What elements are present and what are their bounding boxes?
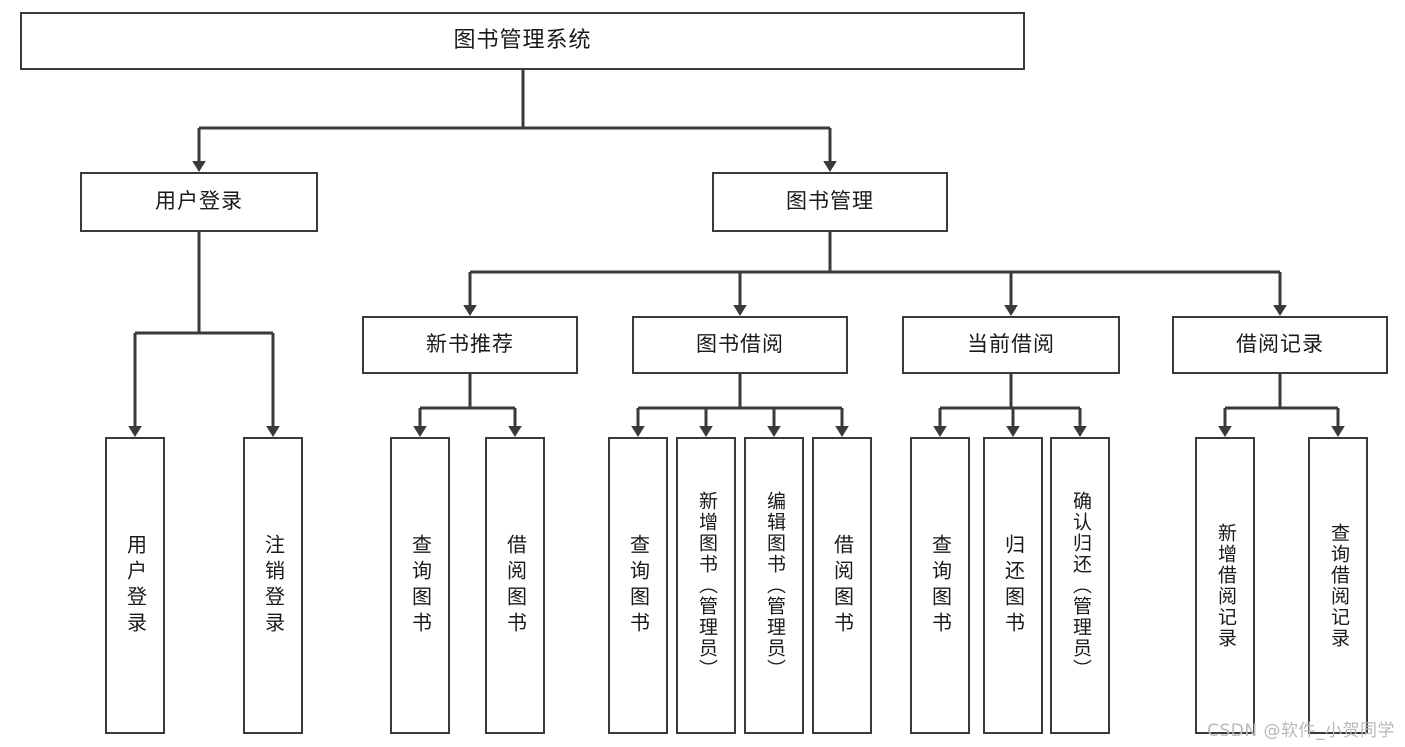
- arrowhead-current-borrow-to-leaves-2: [1073, 426, 1087, 437]
- arrowhead-borrow-record-to-leaves-1: [1331, 426, 1345, 437]
- node-leaf-confirm-return-admin-label: 确认归还（管理员）: [1069, 491, 1092, 680]
- arrowhead-user-login-to-leaves-0: [128, 426, 142, 437]
- arrowhead-book-borrow-to-leaves-1: [699, 426, 713, 437]
- arrowhead-new-book-recommend-to-leaves-1: [508, 426, 522, 437]
- node-leaf-logout[interactable]: 注销登录: [243, 437, 303, 734]
- arrowhead-current-borrow-to-leaves-0: [933, 426, 947, 437]
- arrowhead-book-management-to-level3-2: [1004, 305, 1018, 316]
- arrowhead-user-login-to-leaves-1: [266, 426, 280, 437]
- node-user-login-label: 用户登录: [155, 189, 243, 214]
- node-user-login[interactable]: 用户登录: [80, 172, 318, 232]
- arrowhead-book-borrow-to-leaves-2: [767, 426, 781, 437]
- node-leaf-query-book-borrow-label: 查询图书: [626, 533, 651, 638]
- arrowhead-book-management-to-level3-0: [463, 305, 477, 316]
- arrowhead-borrow-record-to-leaves-0: [1218, 426, 1232, 437]
- node-leaf-add-borrow-record-label: 新增借阅记录: [1214, 522, 1237, 649]
- arrowhead-current-borrow-to-leaves-1: [1006, 426, 1020, 437]
- node-book-borrow[interactable]: 图书借阅: [632, 316, 848, 374]
- node-book-management-label: 图书管理: [786, 189, 874, 214]
- node-leaf-add-book-admin[interactable]: 新增图书（管理员）: [676, 437, 736, 734]
- node-book-borrow-label: 图书借阅: [696, 332, 784, 357]
- node-current-borrow-label: 当前借阅: [967, 332, 1055, 357]
- node-leaf-borrow-book[interactable]: 借阅图书: [812, 437, 872, 734]
- arrowhead-book-management-to-level3-3: [1273, 305, 1287, 316]
- node-current-borrow[interactable]: 当前借阅: [902, 316, 1120, 374]
- node-leaf-borrow-book-recommend-label: 借阅图书: [503, 533, 528, 638]
- node-borrow-record-label: 借阅记录: [1236, 332, 1324, 357]
- node-root-label: 图书管理系统: [453, 27, 592, 53]
- node-leaf-query-book-borrow[interactable]: 查询图书: [608, 437, 668, 734]
- arrowhead-book-borrow-to-leaves-3: [835, 426, 849, 437]
- node-leaf-edit-book-admin[interactable]: 编辑图书（管理员）: [744, 437, 804, 734]
- node-root[interactable]: 图书管理系统: [20, 12, 1025, 70]
- node-leaf-return-book[interactable]: 归还图书: [983, 437, 1043, 734]
- node-leaf-edit-book-admin-label: 编辑图书（管理员）: [763, 491, 786, 680]
- node-leaf-query-borrow-record-label: 查询借阅记录: [1327, 522, 1350, 649]
- node-leaf-borrow-book-label: 借阅图书: [830, 533, 855, 638]
- node-leaf-add-borrow-record[interactable]: 新增借阅记录: [1195, 437, 1255, 734]
- node-leaf-query-borrow-record[interactable]: 查询借阅记录: [1308, 437, 1368, 734]
- node-leaf-add-book-admin-label: 新增图书（管理员）: [695, 491, 718, 680]
- node-borrow-record[interactable]: 借阅记录: [1172, 316, 1388, 374]
- node-new-book-recommend-label: 新书推荐: [426, 332, 514, 357]
- arrowhead-new-book-recommend-to-leaves-0: [413, 426, 427, 437]
- node-leaf-query-book-current-label: 查询图书: [928, 533, 953, 638]
- node-leaf-return-book-label: 归还图书: [1001, 533, 1026, 638]
- node-leaf-query-book-current[interactable]: 查询图书: [910, 437, 970, 734]
- node-leaf-logout-label: 注销登录: [261, 533, 286, 638]
- node-leaf-query-book-recommend[interactable]: 查询图书: [390, 437, 450, 734]
- arrowhead-book-borrow-to-leaves-0: [631, 426, 645, 437]
- node-leaf-borrow-book-recommend[interactable]: 借阅图书: [485, 437, 545, 734]
- node-leaf-confirm-return-admin[interactable]: 确认归还（管理员）: [1050, 437, 1110, 734]
- node-book-management[interactable]: 图书管理: [712, 172, 948, 232]
- arrowhead-root-to-level2-1: [823, 161, 837, 172]
- node-leaf-user-login[interactable]: 用户登录: [105, 437, 165, 734]
- arrowhead-book-management-to-level3-1: [733, 305, 747, 316]
- arrowhead-root-to-level2-0: [192, 161, 206, 172]
- watermark-text: CSDN @软件_小贺同学: [1207, 721, 1395, 741]
- node-new-book-recommend[interactable]: 新书推荐: [362, 316, 578, 374]
- node-leaf-query-book-recommend-label: 查询图书: [408, 533, 433, 638]
- node-leaf-user-login-label: 用户登录: [123, 533, 148, 638]
